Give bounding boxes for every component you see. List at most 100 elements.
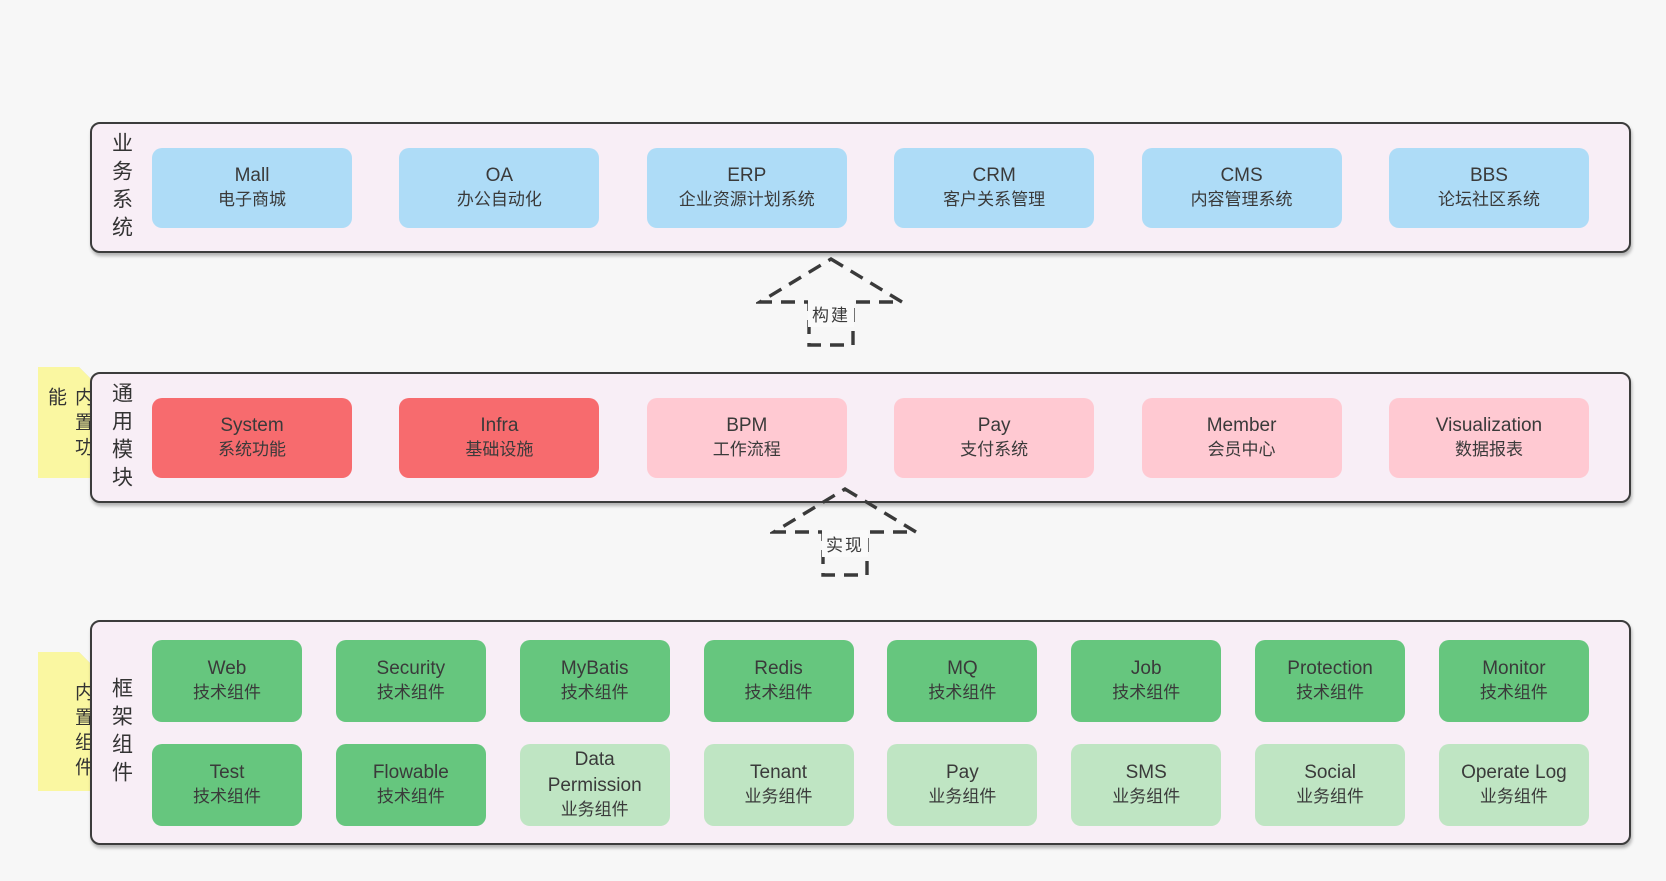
- box-sms: SMS 业务组件: [1071, 743, 1222, 826]
- box-subtitle: 支付系统: [960, 440, 1029, 460]
- box-title: CMS: [1220, 164, 1263, 186]
- business-boxes-area: Mall 电子商城 OA 办公自动化 ERP 企业资源计划系统 CRM 客户关系…: [150, 124, 1629, 251]
- arrow-implement-label: 实现: [822, 530, 868, 557]
- components-rows-area: Web 技术组件 Security 技术组件 MyBatis 技术组件 Redi…: [150, 622, 1629, 843]
- box-tenant: Tenant 业务组件: [703, 743, 854, 826]
- box-title: BBS: [1469, 164, 1508, 186]
- box-subtitle: 技术组件: [744, 683, 813, 703]
- box-subtitle: 数据报表: [1454, 440, 1523, 460]
- box-social: Social 业务组件: [1255, 743, 1406, 826]
- layer-label-components: 框架组件: [109, 676, 133, 789]
- arrow-build-label: 构建: [808, 300, 854, 327]
- box-subtitle: 论坛社区系统: [1437, 190, 1540, 210]
- box-subtitle: 技术组件: [193, 683, 261, 703]
- box-member: Member 会员中心: [1141, 397, 1342, 478]
- box-title: Pay: [946, 761, 979, 783]
- box-monitor: Monitor 技术组件: [1438, 639, 1589, 722]
- arrow-build: 构建: [756, 256, 906, 348]
- box-subtitle: 内容管理系统: [1190, 190, 1293, 210]
- box-subtitle: 技术组件: [928, 683, 997, 703]
- box-subtitle: 工作流程: [712, 440, 781, 460]
- layer-label-business: 业务系统: [109, 131, 133, 244]
- box-title: OA: [485, 164, 514, 186]
- box-oa: OA 办公自动化: [399, 147, 600, 228]
- components-row-1: Web 技术组件 Security 技术组件 MyBatis 技术组件 Redi…: [152, 639, 1589, 722]
- box-subtitle: 客户关系管理: [943, 190, 1046, 210]
- box-title: SMS: [1125, 761, 1167, 783]
- box-subtitle: 业务组件: [1112, 787, 1181, 807]
- box-title: Monitor: [1482, 657, 1546, 679]
- box-job: Job 技术组件: [1071, 639, 1222, 722]
- arrow-implement: 实现: [770, 486, 920, 578]
- box-web: Web 技术组件: [152, 639, 302, 722]
- box-crm: CRM 客户关系管理: [894, 147, 1095, 228]
- box-subtitle: 技术组件: [376, 787, 445, 807]
- box-subtitle: 技术组件: [1479, 683, 1548, 703]
- box-title: ERP: [727, 164, 767, 186]
- box-subtitle: 技术组件: [1296, 683, 1365, 703]
- box-pay-component: Pay 业务组件: [887, 743, 1038, 826]
- box-visualization: Visualization 数据报表: [1388, 397, 1589, 478]
- box-security: Security 技术组件: [335, 639, 486, 722]
- box-operate-log: Operate Log 业务组件: [1438, 743, 1589, 826]
- box-subtitle: 技术组件: [376, 683, 445, 703]
- box-title: Visualization: [1435, 414, 1543, 436]
- box-subtitle: 办公自动化: [456, 190, 542, 210]
- box-flowable: Flowable 技术组件: [335, 743, 486, 826]
- box-subtitle: 技术组件: [560, 683, 629, 703]
- box-mq: MQ 技术组件: [887, 639, 1038, 722]
- box-data-permission: Data Permission 业务组件: [519, 743, 670, 826]
- box-bpm: BPM 工作流程: [646, 397, 847, 478]
- box-subtitle: 基础设施: [465, 440, 534, 460]
- note-built-in-features: 内置功能: [38, 367, 96, 478]
- box-title: Security: [376, 657, 446, 679]
- box-title: Infra: [480, 414, 519, 436]
- box-subtitle: 业务组件: [928, 787, 997, 807]
- box-title: Operate Log: [1461, 761, 1567, 783]
- box-title: BPM: [726, 414, 768, 436]
- box-title: Data Permission: [547, 748, 642, 796]
- box-subtitle: 技术组件: [1112, 683, 1181, 703]
- note-label: 内置组件: [72, 681, 93, 782]
- box-subtitle: 业务组件: [1479, 787, 1548, 807]
- modules-boxes-area: System 系统功能 Infra 基础设施 BPM 工作流程 Pay 支付系统…: [150, 374, 1629, 501]
- up-arrow-icon: [756, 257, 906, 347]
- box-redis: Redis 技术组件: [703, 639, 854, 722]
- layer-label-modules: 通用模块: [109, 381, 133, 494]
- box-mall: Mall 电子商城: [152, 147, 352, 228]
- box-pay-module: Pay 支付系统: [894, 397, 1095, 478]
- box-test: Test 技术组件: [152, 743, 302, 826]
- box-title: Protection: [1287, 657, 1373, 679]
- box-title: Redis: [754, 657, 803, 679]
- box-title: Pay: [977, 414, 1011, 436]
- box-title: Tenant: [750, 761, 808, 783]
- layer-framework-components: 框架组件 Web 技术组件 Security 技术组件 MyBatis 技术组件…: [90, 620, 1631, 845]
- box-subtitle: 会员中心: [1207, 440, 1276, 460]
- box-subtitle: 技术组件: [193, 787, 261, 807]
- note-label: 内置功能: [45, 387, 93, 462]
- box-subtitle: 企业资源计划系统: [678, 190, 815, 210]
- box-erp: ERP 企业资源计划系统: [646, 147, 847, 228]
- box-subtitle: 业务组件: [560, 800, 629, 820]
- box-bbs: BBS 论坛社区系统: [1388, 147, 1589, 228]
- note-built-in-components: 内置组件: [38, 652, 96, 791]
- box-subtitle: 业务组件: [744, 787, 813, 807]
- box-title: Mall: [234, 164, 270, 186]
- box-title: CRM: [972, 164, 1016, 186]
- box-title: MQ: [947, 657, 978, 679]
- box-infra: Infra 基础设施: [399, 397, 600, 478]
- box-protection: Protection 技术组件: [1255, 639, 1406, 722]
- box-title: System: [220, 414, 284, 436]
- up-arrow-icon: [770, 487, 920, 577]
- box-title: Web: [207, 657, 247, 679]
- box-subtitle: 业务组件: [1296, 787, 1365, 807]
- box-subtitle: 系统功能: [218, 440, 286, 460]
- box-title: MyBatis: [560, 657, 629, 679]
- components-row-2: Test 技术组件 Flowable 技术组件 Data Permission …: [152, 743, 1589, 826]
- box-system: System 系统功能: [152, 397, 352, 478]
- box-title: Job: [1130, 657, 1162, 679]
- box-cms: CMS 内容管理系统: [1141, 147, 1342, 228]
- box-title: Member: [1206, 414, 1277, 436]
- layer-common-modules: 通用模块 System 系统功能 Infra 基础设施 BPM 工作流程 Pay…: [90, 372, 1631, 503]
